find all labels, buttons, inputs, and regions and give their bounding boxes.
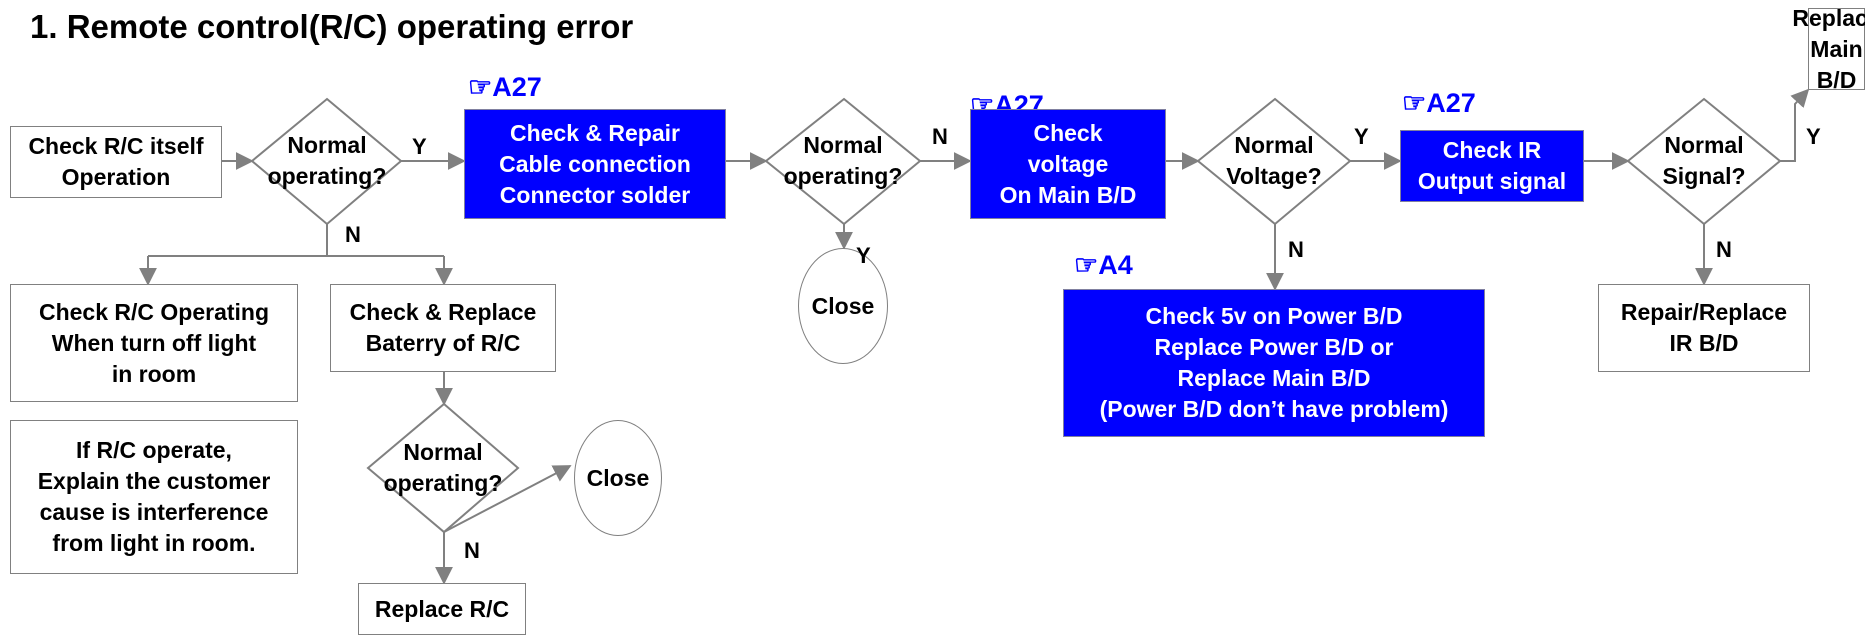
decision-diamond-1 bbox=[250, 97, 403, 226]
arrow-d4-to-replace-main bbox=[1780, 88, 1810, 162]
replace-rc-box: Replace R/C bbox=[358, 583, 526, 635]
edge-label-n: N bbox=[932, 124, 948, 149]
edge-label-y: Y bbox=[412, 134, 427, 159]
close-terminal-1: Close bbox=[798, 248, 888, 364]
check-5v-box: Check 5v on Power B/D Replace Power B/D … bbox=[1063, 289, 1485, 437]
page-title: 1. Remote control(R/C) operating error bbox=[30, 8, 634, 45]
edge-label-n: N bbox=[464, 538, 480, 563]
check-voltage-box: Check voltage On Main B/D bbox=[970, 109, 1166, 219]
ref-a27-ir: ☞A27 bbox=[1402, 88, 1476, 118]
ref-a4: ☞A4 bbox=[1074, 250, 1133, 280]
decision-diamond-4 bbox=[1626, 97, 1782, 226]
decision-diamond-5 bbox=[366, 402, 520, 534]
edge-label-n: N bbox=[1716, 237, 1732, 262]
edge-label-y: Y bbox=[1806, 124, 1821, 149]
check-ir-box: Check IR Output signal bbox=[1400, 130, 1584, 202]
decision-label-1: Normal operating? bbox=[267, 132, 387, 189]
decision-label-4: Normal Signal? bbox=[1662, 132, 1746, 189]
check-rc-itself-box: Check R/C itself Operation bbox=[10, 126, 222, 198]
decision-diamond-3 bbox=[1196, 97, 1352, 226]
check-repair-cable-box: Check & Repair Cable connection Connecto… bbox=[464, 109, 726, 219]
check-rc-light-box: Check R/C Operating When turn off light … bbox=[10, 284, 298, 402]
explain-customer-box: If R/C operate, Explain the customer cau… bbox=[10, 420, 298, 574]
edge-label-n: N bbox=[345, 222, 361, 247]
close-terminal-2: Close bbox=[574, 420, 662, 536]
edge-label-y: Y bbox=[856, 243, 871, 268]
edge-label-y: Y bbox=[1354, 124, 1369, 149]
check-replace-battery-box: Check & Replace Baterry of R/C bbox=[330, 284, 556, 372]
decision-diamond-2 bbox=[764, 97, 922, 226]
decision-label-5: Normal operating? bbox=[383, 439, 503, 496]
decision-label-2: Normal operating? bbox=[783, 132, 903, 189]
ref-a27-cable: ☞A27 bbox=[468, 72, 542, 102]
replace-main-box: Replace Main B/D bbox=[1792, 4, 1865, 93]
edge-label-n: N bbox=[1288, 237, 1304, 262]
decision-label-3: Normal Voltage? bbox=[1226, 132, 1322, 189]
repair-ir-box: Repair/Replace IR B/D bbox=[1598, 284, 1810, 372]
arrow-d5-to-close bbox=[443, 465, 572, 533]
